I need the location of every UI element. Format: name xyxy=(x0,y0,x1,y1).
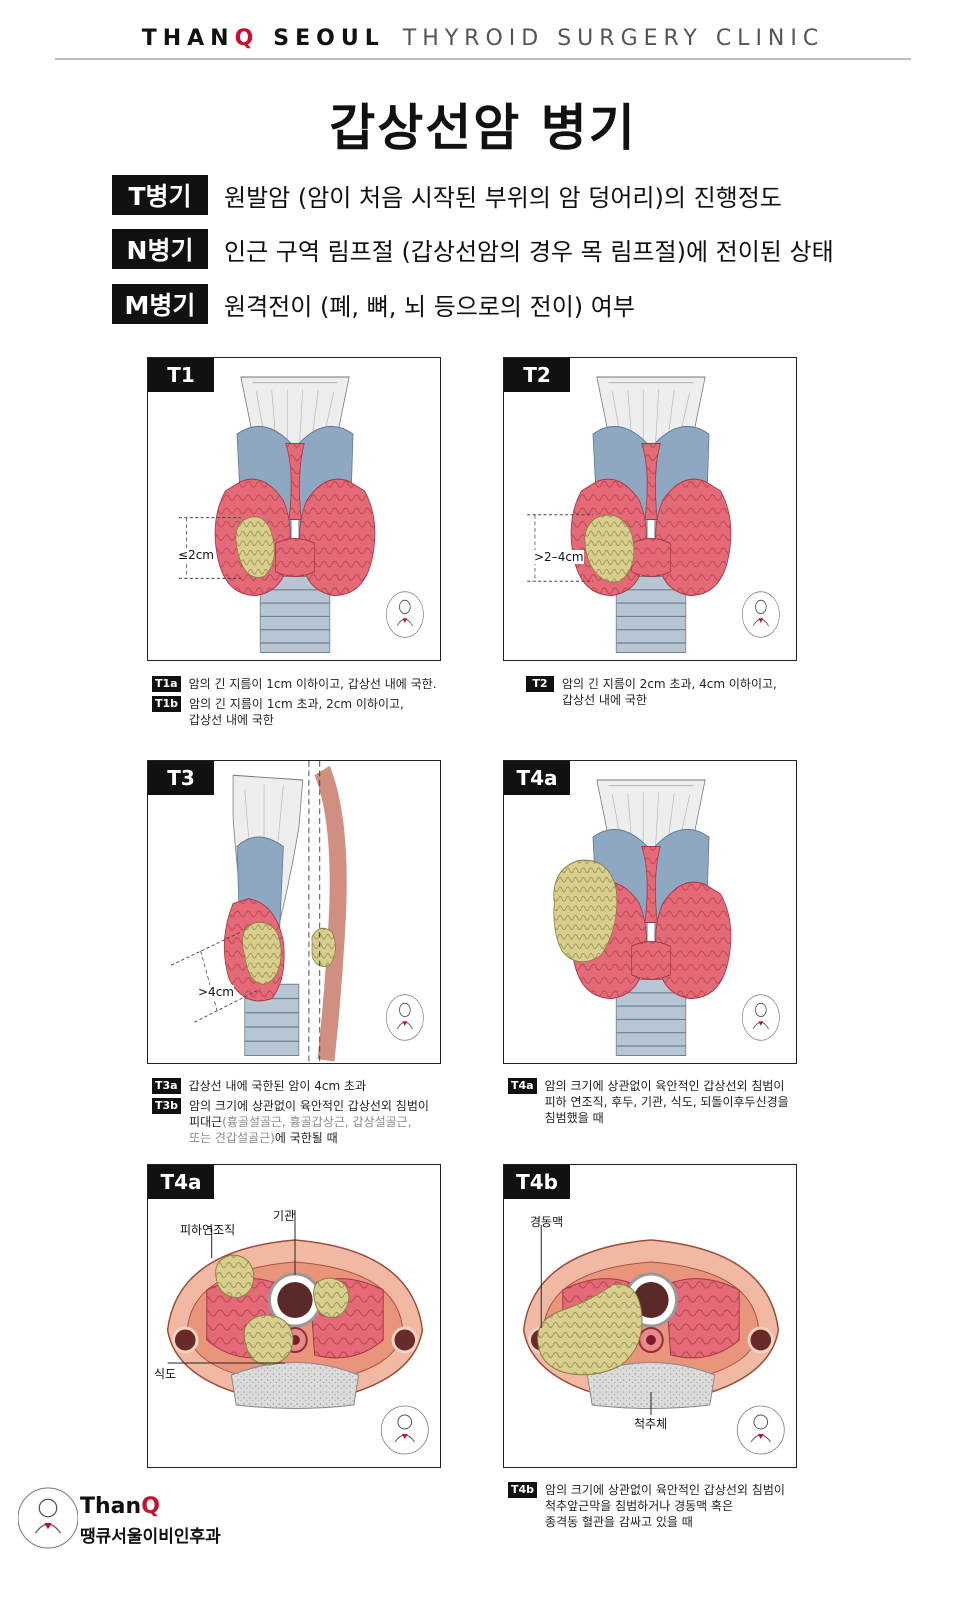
caption-t3: T3a 갑상선 내에 국한된 암이 4cm 초과 T3b 암의 크기에 상관없이 … xyxy=(152,1078,472,1150)
definition-badge: N병기 xyxy=(112,229,208,269)
label-subcutaneous: 피하연조직 xyxy=(180,1223,236,1237)
t1-illustration xyxy=(178,376,424,654)
caption-text: 피하 연조직, 후두, 기관, 식도, 되돌이후두신경을 xyxy=(544,1095,789,1109)
caption-t1: T1a 암의 긴 지름이 1cm 이하이고, 갑상선 내에 국한. T1b 암의 긴… xyxy=(152,676,452,732)
panel-label: T1 xyxy=(148,358,214,392)
logo-name: ThanQ xyxy=(80,1494,160,1519)
caption-text: 침범했을 때 xyxy=(544,1111,604,1125)
header-brand: THAN xyxy=(141,25,235,51)
caption-tag: T4b xyxy=(508,1482,538,1498)
definition-badge: M병기 xyxy=(112,284,208,324)
caption-tag: T3a xyxy=(152,1078,181,1094)
definition-text: 원격전이 (폐, 뼈, 뇌 등으로의 전이) 여부 xyxy=(224,292,635,321)
caption-t4a: T4a 암의 크기에 상관없이 육안적인 갑상선외 침범이 피하 연조직, 후두… xyxy=(508,1078,828,1130)
caption-text: 갑상선 내에 국한 xyxy=(562,693,647,707)
caption-text-muted: 또는 견갑설골근) xyxy=(189,1131,275,1145)
caption-tag: T1a xyxy=(152,676,181,692)
definition-text: 인근 구역 림프절 (갑상선암의 경우 목 림프절)에 전이된 상태 xyxy=(224,237,834,266)
caption-text: 피대근 xyxy=(189,1115,223,1129)
caption-tag: T2 xyxy=(526,676,554,692)
t2-illustration xyxy=(527,376,780,654)
t4a-section-illustration xyxy=(166,1210,429,1455)
caption-text: 갑상선 내에 국한된 암이 4cm 초과 xyxy=(188,1079,367,1093)
definition-n: N병기 인근 구역 림프절 (갑상선암의 경우 목 림프절)에 전이된 상태 xyxy=(112,228,834,270)
panel-label: T2 xyxy=(504,358,570,392)
caption-tag: T4a xyxy=(508,1078,537,1094)
definition-m: M병기 원격전이 (폐, 뼈, 뇌 등으로의 전이) 여부 xyxy=(112,283,635,325)
stage-panel-t3: T3 >4cm xyxy=(147,760,441,1064)
logo-stamp-icon xyxy=(17,1487,79,1549)
header-city: SEOUL xyxy=(273,25,385,51)
stage-panel-t4b-section: T4b 경동맥 척추체 xyxy=(503,1164,797,1468)
clinic-logo: ThanQ 땡큐서울이비인후과 xyxy=(17,1486,248,1556)
stage-panel-t4a-front: T4a xyxy=(503,760,797,1064)
panel-label: T4a xyxy=(504,761,570,795)
caption-text: 암의 긴 지름이 2cm 초과, 4cm 이하이고, xyxy=(562,677,777,691)
caption-tag: T3b xyxy=(152,1098,182,1114)
caption-text: 암의 크기에 상관없이 육안적인 갑상선외 침범이 xyxy=(189,1099,429,1113)
header-brand-q: Q xyxy=(234,25,260,51)
panel-label: T4a xyxy=(148,1165,214,1199)
page-title: 갑상선암 병기 xyxy=(329,99,637,157)
caption-text: 암의 긴 지름이 1cm 초과, 2cm 이하이고, xyxy=(189,697,404,711)
caption-text: 암의 크기에 상관없이 육안적인 갑상선외 침범이 xyxy=(544,1079,785,1093)
definition-t: T병기 원발암 (암이 처음 시작된 부위의 암 덩어리)의 진행정도 xyxy=(112,174,782,216)
panel-label: T4b xyxy=(504,1165,570,1199)
logo-subtitle: 땡큐서울이비인후과 xyxy=(80,1527,221,1547)
panel-label: T3 xyxy=(148,761,214,795)
t4b-section-illustration xyxy=(522,1225,785,1455)
t3-illustration xyxy=(171,761,424,1063)
measure-label: >2–4cm xyxy=(534,550,584,564)
label-carotid: 경동맥 xyxy=(530,1215,564,1229)
stage-panel-t1: T1 ≤2cm xyxy=(147,357,441,661)
caption-text: 암의 크기에 상관없이 육안적인 갑상선외 침범이 xyxy=(545,1483,785,1497)
t4a-front-illustration xyxy=(553,779,780,1057)
caption-text: 암의 긴 지름이 1cm 이하이고, 갑상선 내에 국한. xyxy=(188,677,437,691)
measure-label: >4cm xyxy=(198,985,234,999)
caption-text: 종격동 혈관을 감싸고 있을 때 xyxy=(545,1515,693,1529)
label-esophagus: 식도 xyxy=(154,1367,177,1381)
header-clinic-type: THYROID SURGERY CLINIC xyxy=(402,25,825,51)
stage-panel-t4a-section: T4a 기관 피하연조직 식도 xyxy=(147,1164,441,1468)
definition-badge: T병기 xyxy=(112,175,208,215)
caption-text: 척추앞근막을 침범하거나 경동맥 혹은 xyxy=(545,1499,734,1513)
definition-text: 원발암 (암이 처음 시작된 부위의 암 덩어리)의 진행정도 xyxy=(224,183,782,212)
caption-text: 갑상선 내에 국한 xyxy=(189,713,274,727)
caption-text-muted: (흉골설골근, 흉골갑상근, 갑상설골근, xyxy=(222,1115,412,1129)
caption-t4b: T4b 암의 크기에 상관없이 육안적인 갑상선외 침범이 척추앞근막을 침범하… xyxy=(508,1482,828,1534)
label-vertebra: 척추체 xyxy=(634,1417,668,1431)
caption-t2: T2 암의 긴 지름이 2cm 초과, 4cm 이하이고, 갑상선 내에 국한 xyxy=(526,676,826,712)
caption-text: 에 국한될 때 xyxy=(274,1131,338,1145)
measure-label: ≤2cm xyxy=(178,548,214,562)
stage-panel-t2: T2 >2–4cm xyxy=(503,357,797,661)
label-trachea: 기관 xyxy=(273,1209,296,1223)
caption-tag: T1b xyxy=(152,696,182,712)
